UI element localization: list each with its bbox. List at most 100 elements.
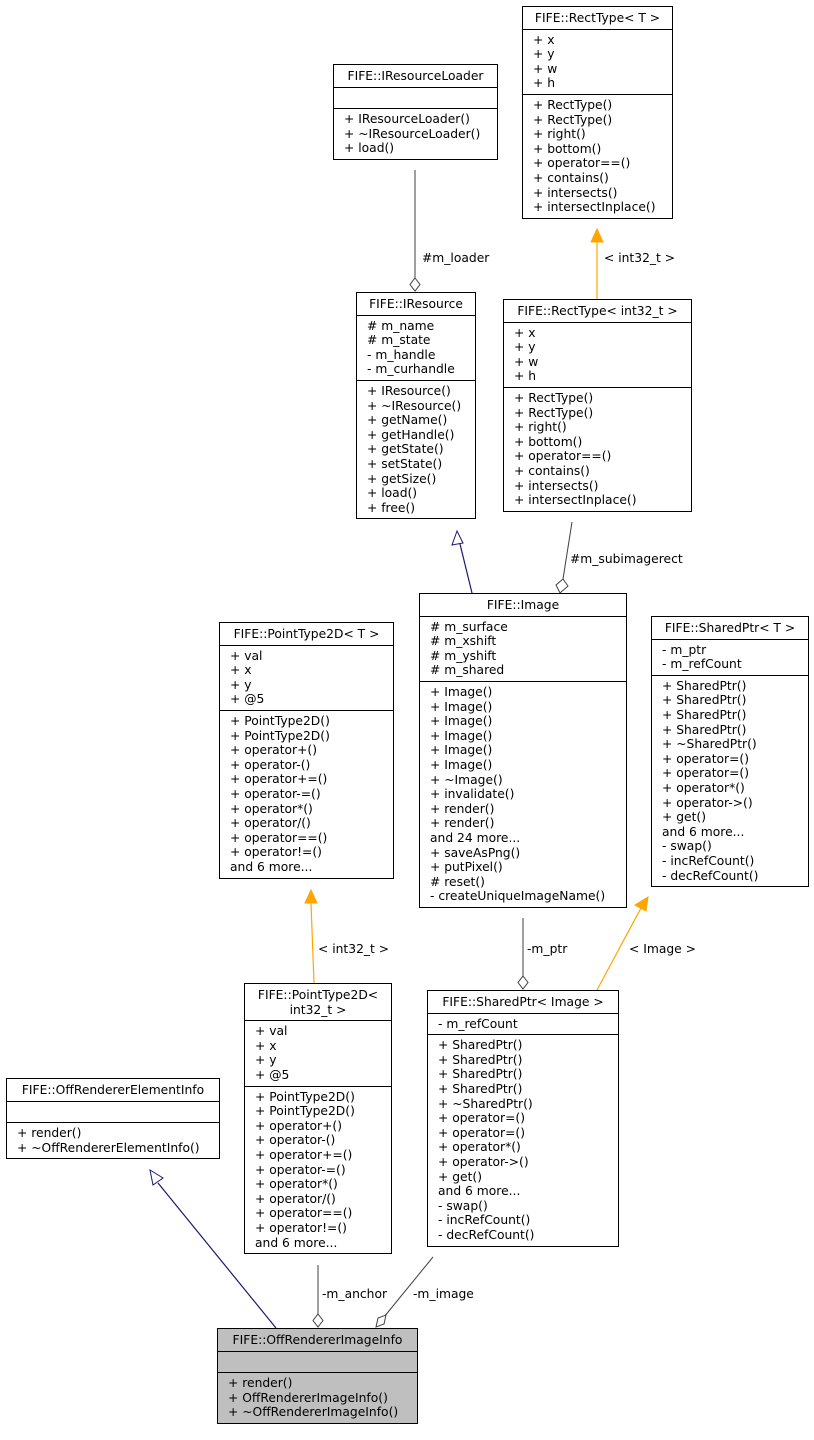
class-title: FIFE::SharedPtr< T > [652,617,808,640]
method: + intersects() [533,185,618,200]
method: + RectType() [514,405,594,420]
methods-section: + SharedPtr()+ SharedPtr()+ SharedPtr()+… [652,676,808,886]
attribute: + y [230,677,252,692]
method: + render() [430,801,495,816]
method: + intersectInplace() [514,493,637,508]
edge-m-ptr [517,918,529,990]
method: - incRefCount() [662,853,755,868]
class-pointtype2d-t[interactable]: FIFE::PointType2D< T >+ val+ x+ y+ @5+ P… [219,622,394,879]
method: + get() [662,810,706,825]
method: # reset() [430,874,485,889]
method: + load() [344,141,395,156]
method: + ~OffRendererElementInfo() [17,1140,200,1155]
class-iresource[interactable]: FIFE::IResource# m_name# m_state- m_hand… [356,292,476,520]
class-recttype-t[interactable]: FIFE::RectType< T >+ x+ y+ w+ h+ RectTyp… [522,6,673,219]
class-recttype-int32[interactable]: FIFE::RectType< int32_t >+ x+ y+ w+ h+ R… [503,299,692,512]
method: + operator-() [255,1133,336,1148]
class-sharedptr-t[interactable]: FIFE::SharedPtr< T >- m_ptr- m_refCount+… [651,616,809,888]
method: + right() [533,127,586,142]
method: + Image() [430,743,493,758]
class-iresourceloader[interactable]: FIFE::IResourceLoader+ IResourceLoader()… [333,64,498,160]
method: + operator+=() [230,772,328,787]
attributes-section: - m_ptr- m_refCount [652,640,808,676]
attributes-section: + x+ y+ w+ h [504,323,691,388]
method: + operator*() [230,801,313,816]
class-title: FIFE::PointType2D< T > [220,623,393,646]
attribute: - m_handle [367,347,436,362]
edge-label-m-loader: #m_loader [422,251,490,265]
method: + getState() [367,442,444,457]
edge-label-pointtype-binding: < int32_t > [318,942,390,956]
attribute: + x [255,1038,277,1053]
method: + operator*() [438,1140,521,1155]
methods-section: + RectType()+ RectType()+ right()+ botto… [504,388,691,511]
class-image[interactable]: FIFE::Image# m_surface# m_xshift# m_yshi… [419,593,627,908]
method: + OffRendererImageInfo() [228,1390,388,1405]
attribute: + h [514,369,537,384]
edge-label-m-ptr: -m_ptr [527,942,568,956]
method: + operator+() [255,1118,342,1133]
method: + Image() [430,728,493,743]
methods-section: + IResource()+ ~IResource()+ getName()+ … [357,381,475,518]
method: + operator+=() [255,1147,353,1162]
method: + SharedPtr() [662,707,747,722]
method: - incRefCount() [438,1213,531,1228]
method: + contains() [533,170,609,185]
method: + IResource() [367,383,451,398]
attributes-section [7,1102,219,1124]
method: + IResourceLoader() [344,112,470,127]
method: + RectType() [514,390,594,405]
class-title: FIFE::OffRendererElementInfo [7,1079,219,1102]
attributes-section [218,1352,417,1374]
method: + bottom() [514,434,583,449]
method: + render() [430,816,495,831]
methods-section: + render()+ OffRendererImageInfo()+ ~Off… [218,1373,417,1423]
class-offrendererelementinfo[interactable]: FIFE::OffRendererElementInfo+ render()+ … [6,1078,220,1160]
edge-label-m-image: -m_image [413,1287,474,1301]
class-sharedptr-image[interactable]: FIFE::SharedPtr< Image >- m_refCount+ Sh… [427,990,619,1247]
method: + operator==() [533,156,631,171]
class-pointtype2d-int32[interactable]: FIFE::PointType2D< int32_t >+ val+ x+ y+… [244,983,392,1255]
method: + intersects() [514,478,599,493]
method: + operator*() [255,1177,338,1192]
edge-m-anchor [312,1265,324,1328]
method: + operator*() [662,780,745,795]
method: + Image() [430,699,493,714]
method: + getName() [367,413,448,428]
class-title: FIFE::Image [420,594,626,617]
method: and 24 more... [430,830,521,845]
method: and 6 more... [438,1184,521,1199]
method: + SharedPtr() [662,693,747,708]
method: + operator->() [438,1154,529,1169]
method: + render() [17,1126,82,1141]
method: + RectType() [533,97,613,112]
attribute: + @5 [230,692,265,707]
attributes-section: + val+ x+ y+ @5 [220,646,393,711]
edge-label-recttype-binding: < int32_t > [604,251,676,265]
method: + operator/() [255,1191,336,1206]
method: + RectType() [533,112,613,127]
edge-sharedptr-binding [596,896,649,991]
method: + bottom() [533,141,602,156]
method: and 6 more... [662,824,745,839]
class-offrendererimageinfo[interactable]: FIFE::OffRendererImageInfo+ render()+ Of… [217,1328,418,1424]
attribute: - m_curhandle [367,362,455,377]
methods-section: + render()+ ~OffRendererElementInfo() [7,1123,219,1158]
attribute: + h [533,76,556,91]
attribute: + @5 [255,1067,290,1082]
method: + operator+() [230,743,317,758]
attribute: # m_surface [430,619,508,634]
method: + operator=() [438,1125,525,1140]
method: + operator=() [662,766,749,781]
method: + operator==() [514,449,612,464]
class-title: FIFE::RectType< int32_t > [504,300,691,323]
method: + SharedPtr() [438,1038,523,1053]
edge-recttype-binding [590,227,604,300]
method: + saveAsPng() [430,845,521,860]
attributes-section: # m_surface# m_xshift# m_yshift# m_share… [420,617,626,682]
method: + operator/() [230,816,311,831]
attribute: - m_refCount [438,1016,518,1031]
methods-section: + Image()+ Image()+ Image()+ Image()+ Im… [420,682,626,907]
attributes-section: + x+ y+ w+ h [523,30,672,95]
edge-image-iresource-inheritance [451,529,473,594]
